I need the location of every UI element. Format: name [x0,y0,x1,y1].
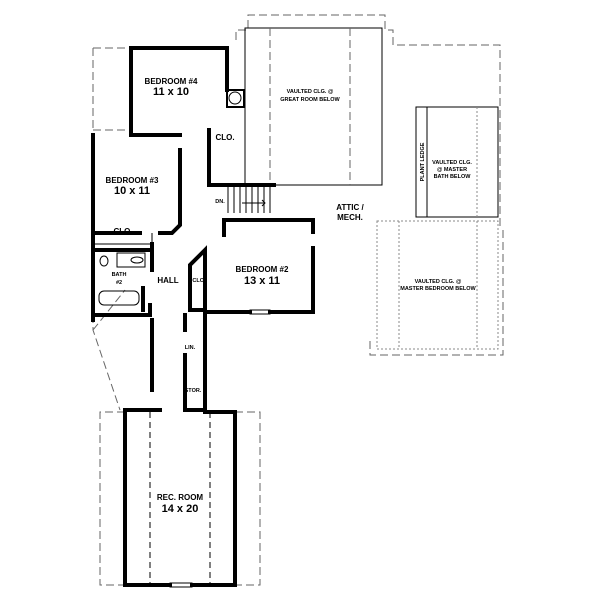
walls [91,46,315,588]
attic-label-2: MECH. [337,213,363,222]
down-label: DN. [215,199,225,205]
plant-ledge-label: PLANT LEDGE [420,142,426,181]
vaulted-great-room-label-1: VAULTED CLG. @ [287,89,334,95]
vaulted-master-bath-label-1: VAULTED CLG. [432,160,472,166]
rec-room-name: REC. ROOM [157,493,204,502]
closet-b4-label: CLO. [215,133,234,142]
rec-room-size: 14 x 20 [162,503,199,515]
bath2-number: #2 [116,280,122,286]
bedroom3-size: 10 x 11 [114,185,150,197]
vaulted-master-bath-label-2: @ MASTER [437,167,467,173]
closet-b2-label: CLO. [192,278,206,284]
vaulted-master-bedroom-label-2: MASTER BEDROOM BELOW [400,286,476,292]
vaulted-master-bedroom: VAULTED CLG. @ MASTER BEDROOM BELOW [376,220,499,350]
hall-label: HALL [157,276,178,285]
bedroom4-name: BEDROOM #4 [145,77,198,86]
vaulted-master-bath: PLANT LEDGE VAULTED CLG. @ MASTER BATH B… [415,106,499,218]
linen-label: LIN. [185,345,196,351]
bath2-name: BATH [112,272,127,278]
attic-label-1: ATTIC / [336,203,364,212]
vaulted-master-bath-label-3: BATH BELOW [434,174,472,180]
storage-label: STOR. [185,388,202,394]
vaulted-great-room-label-2: GREAT ROOM BELOW [280,97,340,103]
closet-b3-label: CLO. [113,227,132,236]
vaulted-master-bedroom-label-1: VAULTED CLG. @ [415,279,462,285]
bedroom4-size: 11 x 10 [153,86,189,98]
bedroom3-name: BEDROOM #3 [106,176,159,185]
stairs [227,187,271,213]
vaulted-great-room: VAULTED CLG. @ GREAT ROOM BELOW [244,27,383,186]
bedroom2-name: BEDROOM #2 [236,265,289,274]
bedroom2-size: 13 x 11 [244,275,280,287]
